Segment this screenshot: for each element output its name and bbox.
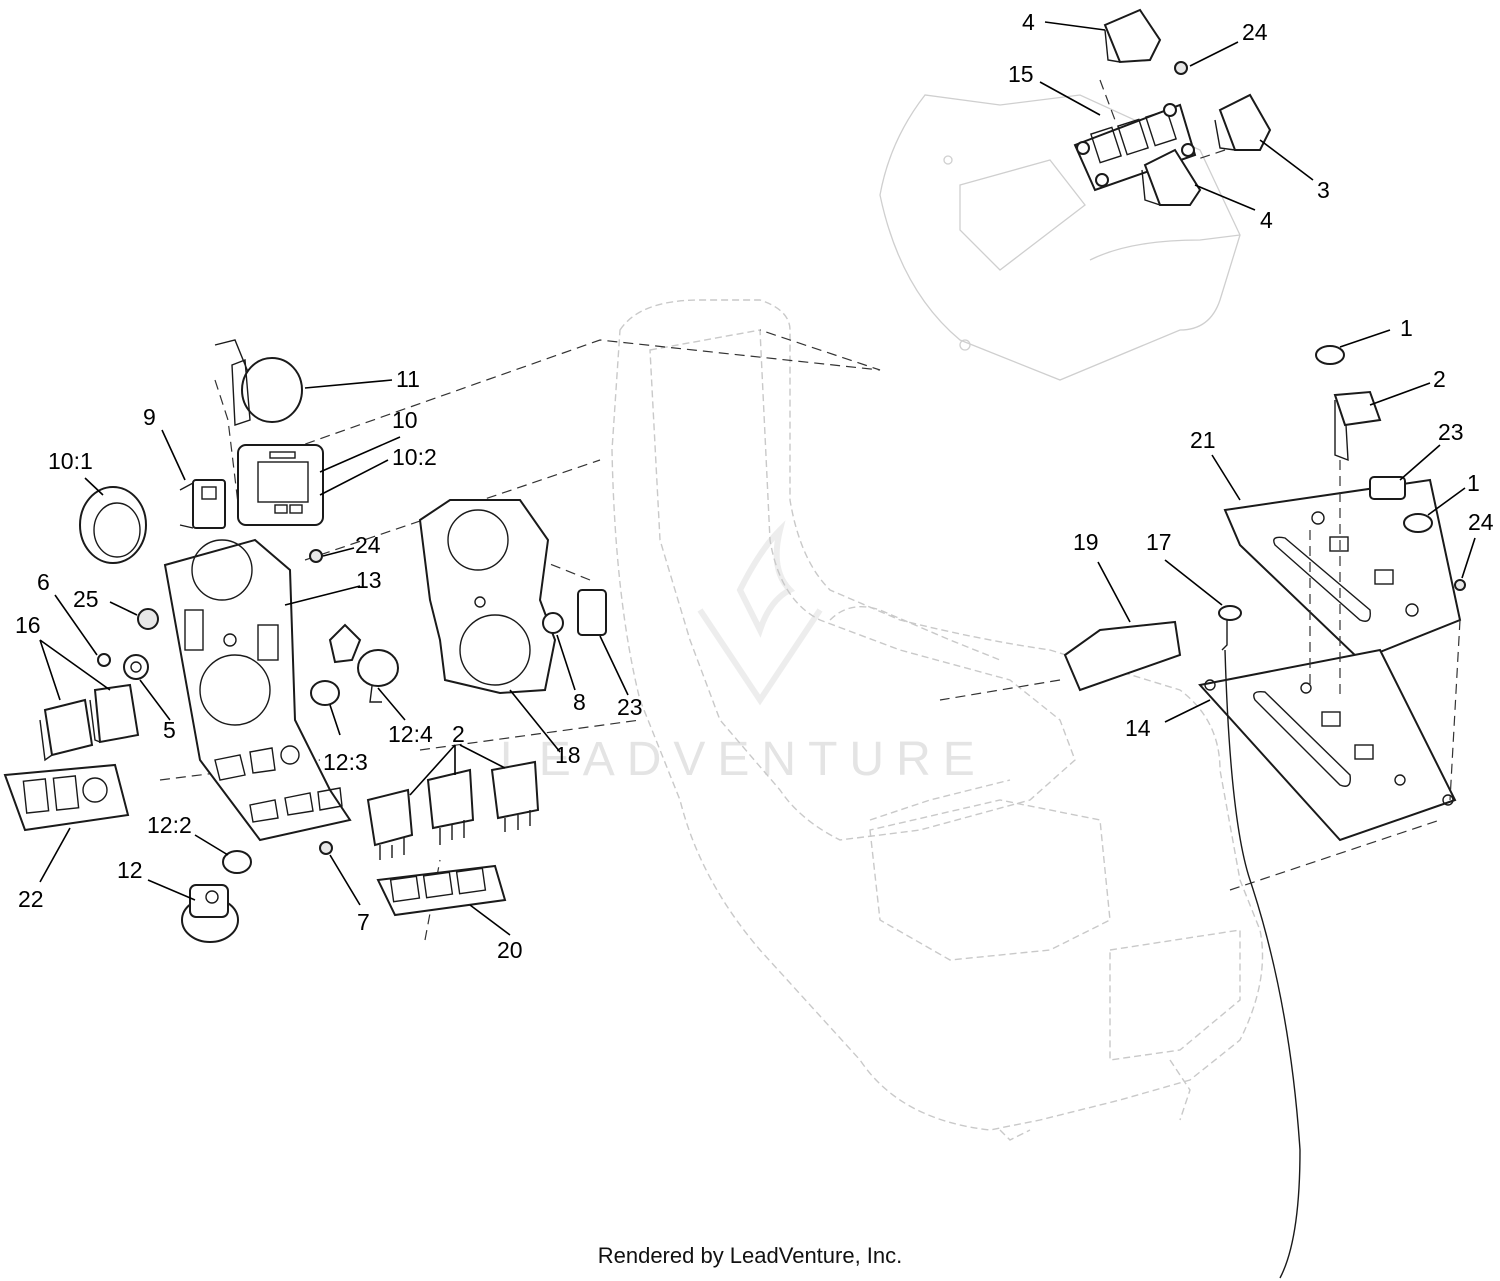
nut-25 (137, 608, 159, 630)
rocker-switch-4-top (1103, 8, 1162, 64)
screw-24-right (1454, 579, 1466, 591)
blank-plug-23-right (1369, 476, 1406, 500)
callout-19: 19 (1073, 529, 1099, 555)
callout-5: 5 (163, 717, 176, 743)
callout-2-right: 2 (1433, 366, 1446, 392)
callout-10-1: 10:1 (48, 448, 93, 474)
key-switch-12 (181, 884, 239, 943)
key-12-4 (328, 623, 399, 703)
callout-16: 16 (15, 612, 41, 638)
armrest-outline (879, 94, 1241, 381)
callout-9: 9 (143, 404, 156, 430)
callout-14: 14 (1125, 715, 1151, 741)
watermark-logo (697, 520, 823, 706)
callout-15: 15 (1008, 61, 1034, 87)
leader-lines (39, 21, 1476, 936)
callout-12-2: 12:2 (147, 812, 192, 838)
callout-8: 8 (573, 689, 586, 715)
dash-panel-13 (163, 538, 352, 842)
plug-1-top (1315, 345, 1345, 365)
bezel-ring-10-1 (79, 486, 147, 564)
rocker-switch-4-bottom (1141, 148, 1202, 206)
bezel-20 (376, 864, 507, 917)
callout-20: 20 (497, 937, 523, 963)
cover-plate-21 (1223, 478, 1462, 662)
cable-17 (1218, 605, 1301, 1279)
callout-6: 6 (37, 569, 50, 595)
callout-1-top: 1 (1400, 315, 1413, 341)
bezel-22 (3, 763, 130, 832)
callout-24-left: 24 (355, 532, 381, 558)
screw-7 (319, 841, 333, 855)
screw-24-left (309, 549, 323, 563)
console-body-outline (611, 299, 1264, 1141)
callout-12-4: 12:4 (388, 721, 433, 747)
callout-2-left: 2 (452, 721, 465, 747)
callout-1-right: 1 (1467, 470, 1480, 496)
switch-9 (179, 479, 226, 529)
watermark-text: LEADVENTURE (500, 733, 987, 786)
callout-23-left: 23 (617, 694, 643, 720)
switches-16 (39, 683, 140, 762)
callout-24-top: 24 (1242, 19, 1268, 45)
callout-4-top: 4 (1022, 9, 1035, 35)
callout-24-right: 24 (1468, 509, 1494, 535)
callout-3: 3 (1317, 177, 1330, 203)
screw-24-top (1174, 61, 1188, 75)
callout-4-bottom: 4 (1260, 207, 1273, 233)
callout-12: 12 (117, 857, 143, 883)
callout-7: 7 (357, 909, 370, 935)
blank-plug-23-left (577, 589, 607, 636)
rocker-switch-2-right (1333, 390, 1382, 462)
rocker-switches-2-left (366, 760, 540, 860)
base-plate-14 (1198, 648, 1457, 842)
callout-10: 10 (392, 407, 418, 433)
callout-11: 11 (396, 366, 420, 392)
callout-21: 21 (1190, 427, 1216, 453)
callout-25: 25 (73, 586, 99, 612)
switch-bezel-15 (1073, 103, 1197, 192)
footer-credit: Rendered by LeadVenture, Inc. (597, 1243, 903, 1268)
callout-23-right: 23 (1438, 419, 1464, 445)
nut-12-2 (222, 850, 252, 874)
callout-18: 18 (555, 742, 581, 768)
callout-labels: 4 24 15 3 4 1 2 21 23 1 24 19 17 14 11 1… (15, 9, 1494, 963)
display-10 (237, 444, 324, 526)
plug-1-right (1403, 513, 1433, 533)
callout-22: 22 (18, 886, 44, 912)
fitting-6-5 (97, 653, 149, 680)
callout-13: 13 (356, 567, 382, 593)
gasket-18 (418, 499, 557, 695)
plug-8 (542, 612, 564, 634)
callout-12-3: 12:3 (323, 749, 368, 775)
rocker-switch-3 (1214, 93, 1272, 151)
ring-12-3 (310, 680, 340, 706)
callout-17: 17 (1146, 529, 1172, 555)
gauge-11 (214, 339, 303, 426)
decal-19 (1063, 620, 1182, 692)
callout-10-2: 10:2 (392, 444, 437, 470)
